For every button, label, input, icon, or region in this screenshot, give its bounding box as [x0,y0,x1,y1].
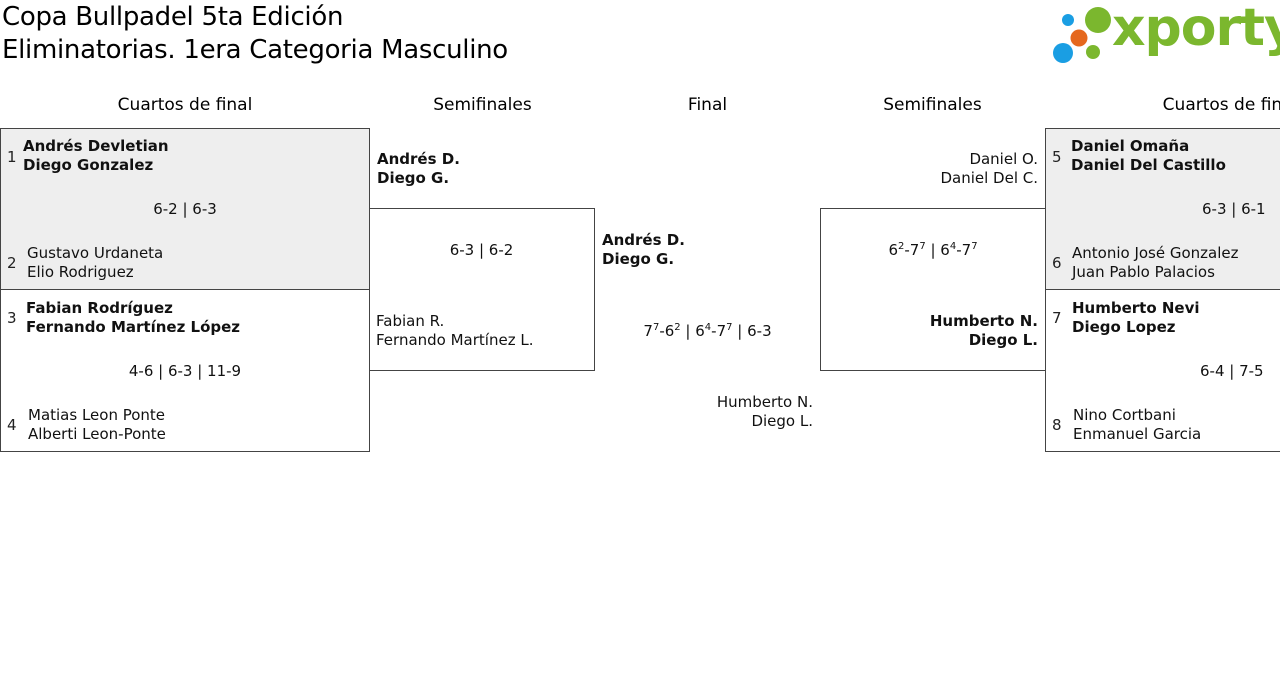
player-name: Daniel O. [969,150,1038,168]
score-part: -6 [659,322,675,340]
seed-number: 5 [1052,148,1062,166]
player-name: Nino Cortbani [1073,406,1176,424]
tiebreak: 7 [726,322,733,333]
player-name: Andrés D. [602,231,685,249]
player-name: Enmanuel Garcia [1073,425,1202,443]
player-name: Humberto N. [716,393,813,411]
tournament-title: Copa Bullpadel 5ta Edición [2,2,344,32]
tiebreak: 7 [652,322,660,333]
logo-dots-icon [1053,7,1111,63]
tiebreak: 2 [897,241,905,252]
player-name: Daniel Del C. [940,169,1038,187]
team-bottom: Gustavo Urdaneta Elio Rodriguez [27,244,163,282]
logo-text: xporty [1112,0,1280,58]
team-top: Humberto Nevi Diego Lopez [1072,299,1200,337]
score-part: 6 [888,241,898,259]
match-quarterfinal-3: 5 Daniel Omaña Daniel Del Castillo 6-3 |… [1045,128,1280,290]
player-name: Diego L. [968,331,1038,349]
tiebreak: 4 [704,322,712,333]
player-name: Diego G. [377,169,450,187]
player-name: Fabian Rodríguez [26,299,173,317]
player-name: Daniel Del Castillo [1071,156,1226,174]
match-semifinal-right: 62-77 | 64-77 Humberto N. Diego L. [820,208,1046,371]
player-name: Elio Rodriguez [27,263,134,281]
player-name: Andrés Devletian [23,137,169,155]
tiebreak: 7 [971,241,978,252]
score-separator: | [925,241,941,259]
bracket-subtitle: Eliminatorias. 1era Categoria Masculino [2,35,508,65]
seed-number: 1 [7,148,17,166]
header-quarterfinals-right: Cuartos de final [1162,95,1280,115]
semifinal-right-team-top: Daniel O. Daniel Del C. [820,150,1038,188]
seed-number: 8 [1052,416,1062,434]
tiebreak: 7 [919,241,926,252]
match-quarterfinal-2: 3 Fabian Rodríguez Fernando Martínez Lóp… [0,289,370,452]
match-quarterfinal-1: 1 Andrés Devletian Diego Gonzalez 6-2 | … [0,128,370,290]
player-name: Diego Lopez [1072,318,1176,336]
team-bottom: Antonio José Gonzalez Juan Pablo Palacio… [1072,244,1239,282]
header-semifinals-right: Semifinales [883,95,982,115]
score-part: 6 [940,241,950,259]
player-name: Juan Pablo Palacios [1072,263,1215,281]
match-score: 6-2 | 6-3 [153,200,217,218]
score-part: 6-3 [747,322,772,340]
final-team-bottom: Humberto N. Diego L. [595,393,813,431]
header-semifinals-left: Semifinales [433,95,532,115]
match-score: 6-3 | 6-1 [1202,200,1266,218]
xporty-logo: xporty [1050,0,1280,68]
header-final: Final [687,95,728,115]
final-team-top: Andrés D. Diego G. [602,231,685,269]
seed-number: 4 [7,416,17,434]
player-name: Matias Leon Ponte [28,406,166,424]
match-score: 6-4 | 7-5 [1200,362,1264,380]
player-name: Alberti Leon-Ponte [28,425,166,443]
score-part: 6 [695,322,705,340]
score-part: -7 [711,322,727,340]
header-quarterfinals-left: Cuartos de final [117,95,253,115]
score-part: -7 [904,241,920,259]
match-quarterfinal-4: 7 Humberto Nevi Diego Lopez 6-4 | 7-5 8 … [1045,289,1280,452]
player-name: Fernando Martínez L. [376,331,534,349]
semifinal-right-team-bottom: Humberto N. Diego L. [821,312,1038,350]
match-semifinal-left: 6-3 | 6-2 Fabian R. Fernando Martínez L. [370,208,595,371]
tiebreak: 2 [674,322,681,333]
player-name: Andrés D. [377,150,460,168]
match-score: 6-3 | 6-2 [449,241,514,259]
semifinal-left-team-bottom: Fabian R. Fernando Martínez L. [376,312,533,350]
seed-number: 6 [1052,254,1062,272]
seed-number: 2 [7,254,17,272]
player-name: Fernando Martínez López [26,318,241,336]
player-name: Gustavo Urdaneta [27,244,164,262]
seed-number: 7 [1052,309,1062,327]
score-separator: | [732,322,748,340]
team-top: Fabian Rodríguez Fernando Martínez López [26,299,240,337]
team-top: Andrés Devletian Diego Gonzalez [23,137,169,175]
score-part: 7 [643,322,653,340]
score-separator: | [680,322,696,340]
player-name: Humberto N. [929,312,1038,330]
player-name: Diego G. [602,250,675,268]
final-score: 77-62 | 64-77 | 6-3 [595,322,820,340]
player-name: Humberto Nevi [1072,299,1200,317]
score-part: -7 [956,241,972,259]
player-name: Fabian R. [376,312,445,330]
team-bottom: Matias Leon Ponte Alberti Leon-Ponte [28,406,166,444]
player-name: Daniel Omaña [1071,137,1190,155]
player-name: Antonio José Gonzalez [1072,244,1239,262]
tiebreak: 4 [949,241,957,252]
match-score: 62-77 | 64-77 [821,241,1045,259]
team-top: Daniel Omaña Daniel Del Castillo [1071,137,1226,175]
player-name: Diego Gonzalez [23,156,154,174]
team-bottom: Nino Cortbani Enmanuel Garcia [1073,406,1201,444]
match-score: 4-6 | 6-3 | 11-9 [128,362,242,380]
seed-number: 3 [7,309,17,327]
semifinal-left-team-top: Andrés D. Diego G. [377,150,460,188]
player-name: Diego L. [751,412,813,430]
